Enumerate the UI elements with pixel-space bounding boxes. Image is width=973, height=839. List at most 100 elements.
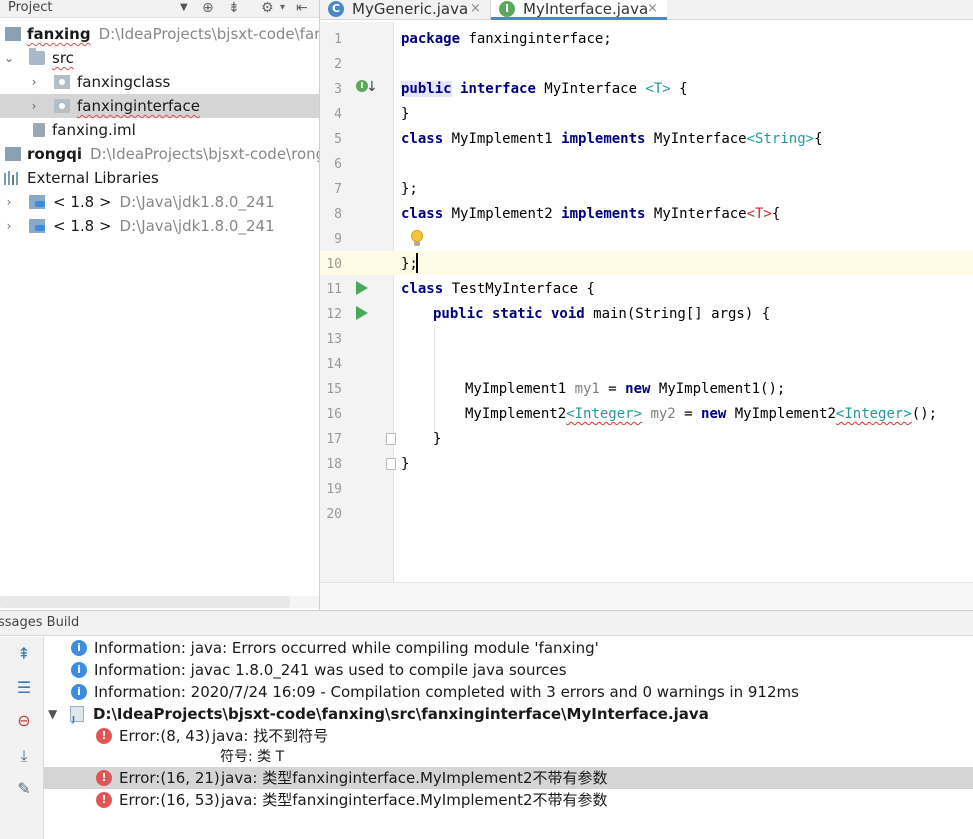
arrow-down-icon[interactable]: ↓ xyxy=(366,79,378,95)
tab-mygeneric[interactable]: C MyGeneric.java × xyxy=(320,0,490,20)
code-line-17[interactable]: } xyxy=(433,431,441,447)
message-error[interactable]: ! Error:(8, 43) java: 找不到符号 xyxy=(44,725,973,747)
line-number: 13 xyxy=(326,332,342,347)
chevron-right-icon[interactable]: › xyxy=(31,99,37,113)
message-file-node[interactable]: ▼ D:\IdeaProjects\bjsxt-code\fanxing\src… xyxy=(44,703,973,731)
interface-icon: I xyxy=(499,1,515,17)
tab-divider xyxy=(490,0,491,20)
panel-splitter[interactable] xyxy=(319,0,320,610)
tree-item-label: fanxingclass xyxy=(77,73,171,91)
message-detail[interactable]: 符号: 类 T xyxy=(44,746,973,768)
error-location: Error:(16, 21) xyxy=(119,769,220,787)
tree-item-src[interactable]: ⌄ src xyxy=(0,46,319,70)
code-line-4[interactable]: } xyxy=(401,106,409,122)
fold-marker-icon[interactable] xyxy=(386,433,396,445)
module-folder-icon xyxy=(5,27,21,41)
line-number: 14 xyxy=(326,357,342,372)
expand-all-icon[interactable]: ☰ xyxy=(16,678,32,697)
tree-item-path: D:\Java\jdk1.8.0_241 xyxy=(119,217,275,235)
chevron-right-icon[interactable]: › xyxy=(6,219,12,233)
settings-wrench-icon[interactable]: ✎ xyxy=(17,779,31,798)
code-line-7[interactable]: }; xyxy=(401,181,418,197)
code-line-8[interactable]: class MyImplement2 implements MyInterfac… xyxy=(401,206,780,222)
implemented-interface-icon[interactable]: I xyxy=(356,80,368,92)
message-info[interactable]: i Information: 2020/7/24 16:09 - Compila… xyxy=(44,681,973,703)
keyword: new xyxy=(625,381,651,397)
line-number: 9 xyxy=(334,232,342,247)
code-line-3[interactable]: public interface MyInterface <T> { xyxy=(401,81,688,97)
message-error[interactable]: ! Error:(16, 21) java: 类型fanxinginterfac… xyxy=(44,767,973,789)
project-view-dropdown-icon[interactable]: ▼ xyxy=(180,2,188,13)
message-text: java: 找不到符号 xyxy=(212,727,329,745)
close-icon[interactable]: × xyxy=(647,1,658,16)
variable: my2 xyxy=(642,406,676,422)
code-line-11[interactable]: class TestMyInterface { xyxy=(401,281,595,297)
tree-item-label: rongqi xyxy=(27,145,82,163)
tab-myinterface[interactable]: I MyInterface.java × xyxy=(491,0,667,20)
message-error[interactable]: ! Error:(16, 53) java: 类型fanxinginterfac… xyxy=(44,789,973,811)
code-text: MyInterface xyxy=(645,131,747,147)
error-filter-icon[interactable]: ⊖ xyxy=(17,711,31,730)
tree-item-label: < 1.8 > xyxy=(53,217,112,235)
messages-panel-title[interactable]: ssages Build xyxy=(0,615,80,630)
tree-item-path: D:\Java\jdk1.8.0_241 xyxy=(119,193,275,211)
fold-marker-icon[interactable] xyxy=(386,458,396,470)
keyword: implements xyxy=(561,131,646,147)
line-number: 4 xyxy=(334,107,342,122)
tree-item-fanxing-iml[interactable]: fanxing.iml xyxy=(0,118,319,142)
locate-icon[interactable]: ⊕ xyxy=(202,0,214,16)
code-editor[interactable] xyxy=(394,22,973,582)
tree-item-path: D:\IdeaProjects\bjsxt-code\rong xyxy=(90,145,319,163)
close-icon[interactable]: × xyxy=(470,1,481,16)
run-icon[interactable] xyxy=(356,306,368,320)
line-number: 6 xyxy=(334,157,342,172)
code-line-16[interactable]: MyImplement2<Integer> my2 = new MyImplem… xyxy=(465,406,937,422)
export-icon[interactable]: ⤓ xyxy=(20,746,28,765)
settings-dropdown-icon[interactable]: ▾ xyxy=(280,2,286,13)
message-text: Information: javac 1.8.0_241 was used to… xyxy=(94,661,567,679)
horizontal-scrollbar[interactable] xyxy=(0,596,290,608)
code-text: }; xyxy=(401,256,418,272)
line-number: 18 xyxy=(326,457,342,472)
tree-item-fanxingclass[interactable]: › fanxingclass xyxy=(0,70,319,94)
line-number: 10 xyxy=(326,257,342,272)
error-icon: ! xyxy=(96,792,112,808)
tree-item-rongqi[interactable]: rongqi D:\IdeaProjects\bjsxt-code\rong xyxy=(0,142,319,166)
code-line-15[interactable]: MyImplement1 my1 = new MyImplement1(); xyxy=(465,381,785,397)
chevron-down-icon[interactable]: ▼ xyxy=(48,707,58,721)
code-line-18[interactable]: } xyxy=(401,456,409,472)
code-line-12[interactable]: public static void main(String[] args) { xyxy=(433,306,770,322)
tree-item-fanxinginterface[interactable]: › fanxinginterface xyxy=(0,94,319,118)
info-icon: i xyxy=(71,684,87,700)
message-text: 符号: 类 T xyxy=(220,749,285,765)
run-icon[interactable] xyxy=(356,281,368,295)
tree-item-external-libraries[interactable]: External Libraries xyxy=(0,166,319,190)
code-line-1[interactable]: package fanxinginterface; xyxy=(401,31,612,47)
message-info[interactable]: i Information: javac 1.8.0_241 was used … xyxy=(44,659,973,681)
chevron-right-icon[interactable]: › xyxy=(31,75,37,89)
java-file-icon xyxy=(70,706,84,731)
project-panel-title[interactable]: Project xyxy=(8,0,53,15)
message-info[interactable]: i Information: java: Errors occurred whi… xyxy=(44,637,973,659)
iml-file-icon xyxy=(33,123,45,137)
scroll-up-icon[interactable]: ⇞ xyxy=(17,644,31,663)
chevron-right-icon[interactable]: › xyxy=(6,195,12,209)
collapse-all-icon[interactable]: ⇟ xyxy=(228,0,240,16)
tab-label: MyGeneric.java xyxy=(352,0,469,18)
lightbulb-icon[interactable] xyxy=(411,230,423,246)
jdk-icon xyxy=(29,219,45,233)
hide-panel-icon[interactable]: ⇤ xyxy=(296,0,308,16)
message-file-path: D:\IdeaProjects\bjsxt-code\fanxing\src\f… xyxy=(93,705,709,723)
code-line-10[interactable]: }; xyxy=(401,256,418,272)
settings-gear-icon[interactable]: ⚙ xyxy=(261,0,274,16)
tree-item-label: src xyxy=(52,49,74,67)
chevron-down-icon[interactable]: ⌄ xyxy=(3,51,15,65)
tree-item-jdk[interactable]: › < 1.8 > D:\Java\jdk1.8.0_241 xyxy=(0,214,319,238)
keyword: class xyxy=(401,206,444,222)
tree-item-jdk[interactable]: › < 1.8 >D:\Java\jdk1.8.0_241 xyxy=(0,190,319,214)
code-line-5[interactable]: class MyImplement1 implements MyInterfac… xyxy=(401,131,823,147)
code-text: = xyxy=(599,381,626,397)
code-text: MyImplement1 xyxy=(465,381,575,397)
messages-toolbar: ⇞ ☰ ⊖ ⤓ ✎ xyxy=(0,637,44,839)
